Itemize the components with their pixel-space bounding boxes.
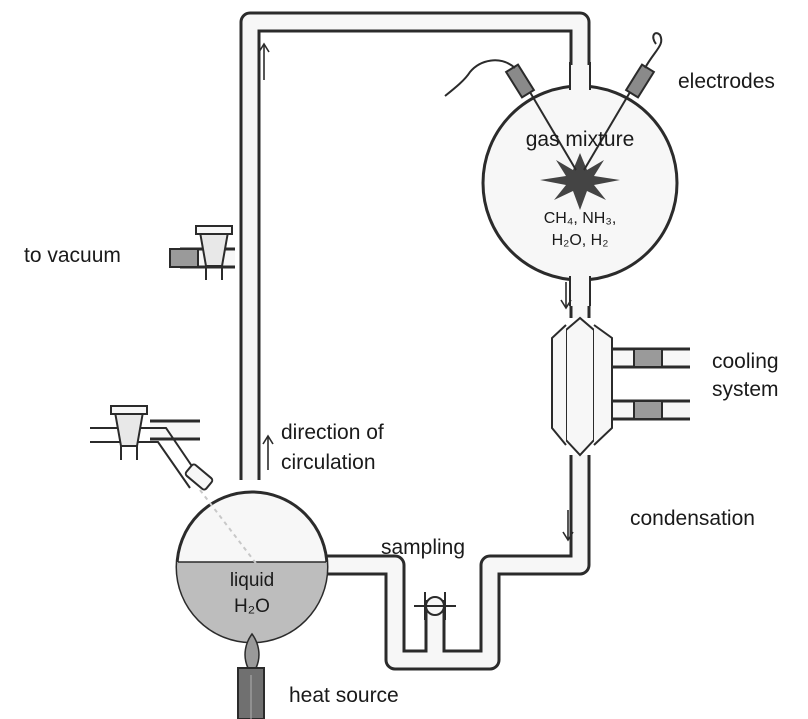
direction-of-circulation-label-line-1: direction of [281,421,384,444]
cooling-system-label-line-2: system [712,378,779,401]
flow-arrow-down-chamber [560,282,572,310]
heat-source-burner [237,632,265,719]
electrodes [444,32,663,171]
sampling-label: sampling [381,536,466,559]
sampling-stopcock [414,592,456,620]
flow-arrow-up-middle [262,434,274,470]
gas-mixture-label: gas mixture [525,128,635,151]
vacuum-stopcock [169,225,233,280]
flow-arrow-up-top [258,42,270,80]
liquid-label-line-1: liquid [229,570,275,591]
condensation-label: condensation [630,507,755,530]
gas-formula-line-2: H₂O, H₂ [551,232,609,249]
to-vacuum-label: to vacuum [24,244,121,267]
gas-formula-line-1: CH₄, NH₃, [543,210,617,227]
direction-of-circulation-label-line-2: circulation [281,451,376,474]
side-arm-stopcock [110,405,148,460]
liquid-label-line-2: H₂O [234,596,270,617]
condenser [551,316,663,457]
spark-icon [540,153,620,210]
heat-source-label: heat source [289,684,399,707]
flow-arrow-down-condensation [562,510,574,542]
electrodes-label: electrodes [678,70,775,93]
cooling-system-label-line-1: cooling [712,350,779,373]
